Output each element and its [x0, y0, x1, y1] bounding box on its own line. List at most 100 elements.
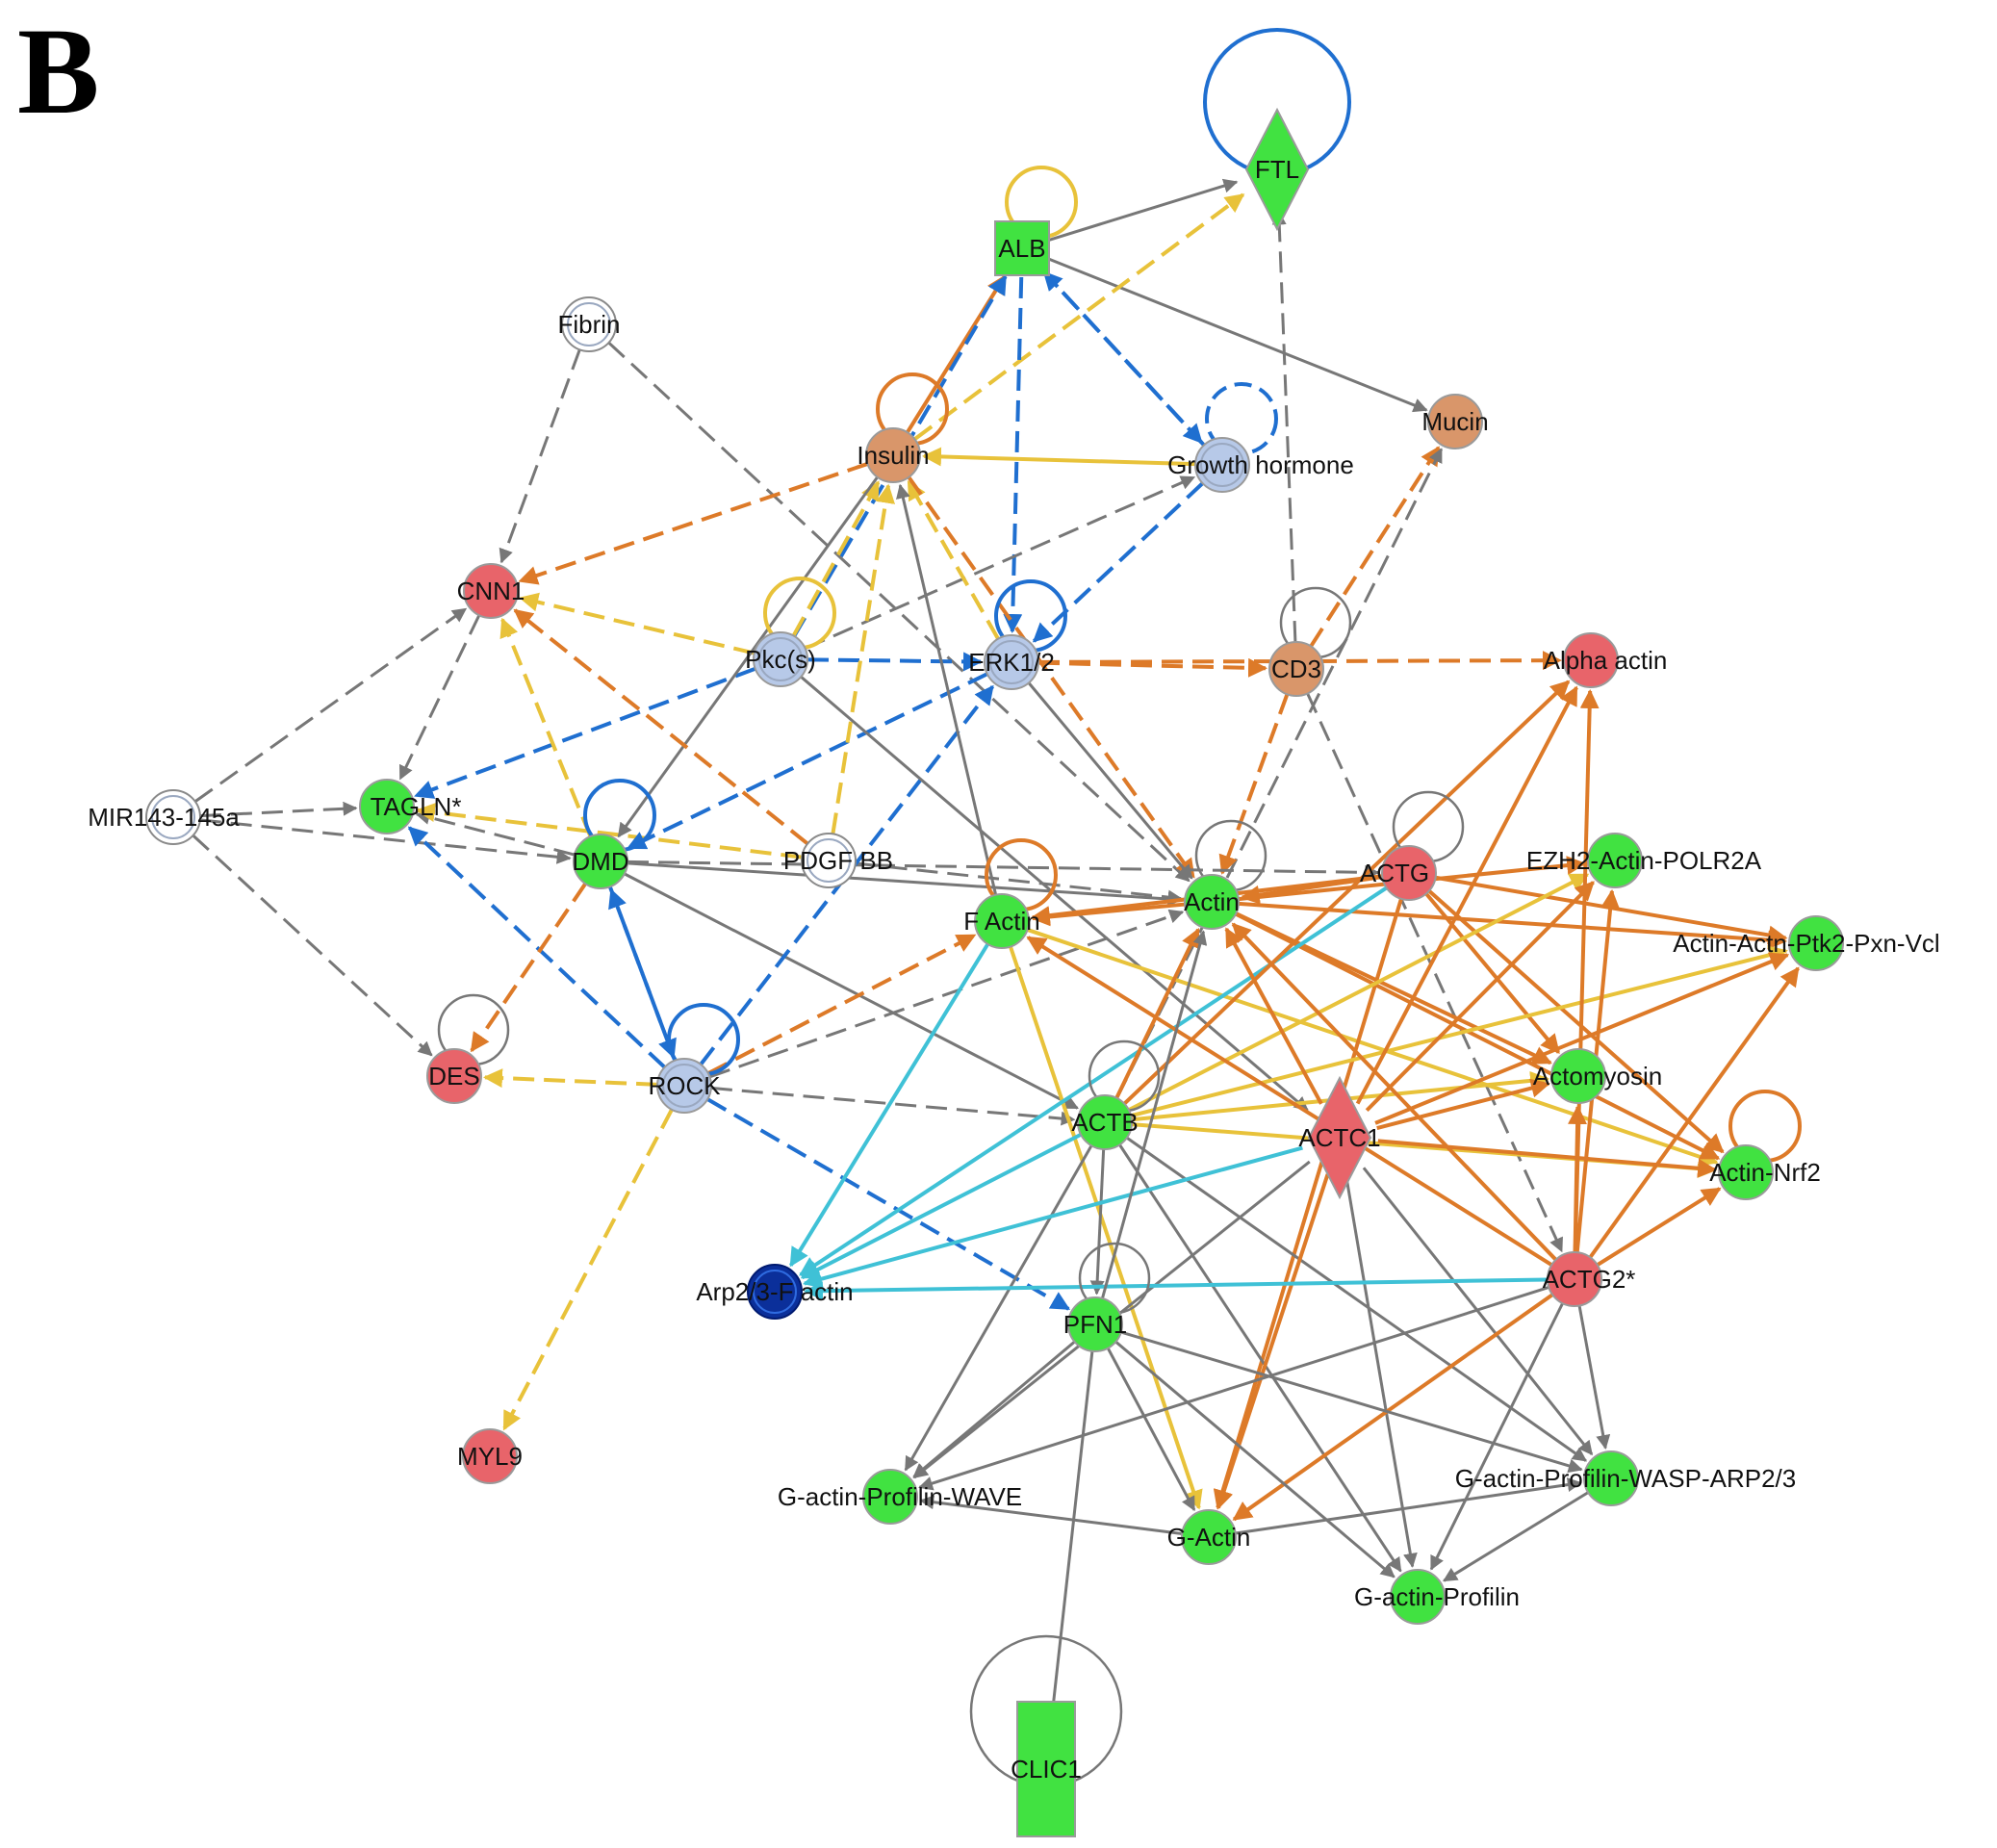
node-actg2[interactable]: ACTG2* [1543, 1251, 1636, 1307]
node-ring-arp23 [753, 1270, 797, 1314]
edge-ACTG2-Arp23 [803, 1277, 1549, 1301]
node-pkc[interactable]: Pkc(s) [745, 631, 816, 687]
node-shape-myl9 [462, 1428, 518, 1484]
node-shape-dmd [573, 834, 628, 889]
edge-GH-ERK [1032, 481, 1204, 643]
node-shape-gapw [862, 1469, 918, 1525]
edge-DMD-Actin [627, 861, 1183, 907]
edge-ROCK-FActin [706, 933, 977, 1075]
node-shape-actg2 [1547, 1251, 1602, 1307]
node-actomyosin[interactable]: Actomyosin [1533, 1048, 1662, 1104]
edge-PDGF-Insulin [831, 483, 896, 834]
edge-ACTG2-GAP [1429, 1302, 1564, 1571]
edge-GActin-GAPWA [1235, 1477, 1582, 1535]
edge-PFN1-GActin [1106, 1347, 1196, 1512]
node-label-cnn1: CNN1 [457, 577, 525, 605]
node-shape-tagln [359, 779, 415, 834]
node-dmd[interactable]: DMD [572, 834, 629, 889]
node-shape-actomyosin [1550, 1048, 1606, 1104]
node-actg[interactable]: ACTG [1360, 845, 1437, 901]
node-mir[interactable]: MIR143-145a [88, 789, 240, 845]
edge-MIR-TAGLN [199, 801, 358, 818]
edge-ACTB-GAPW [904, 1144, 1093, 1472]
edge-GH-Insulin [921, 447, 1196, 467]
node-actb[interactable]: ACTB [1071, 1094, 1139, 1150]
node-des[interactable]: DES [426, 1048, 482, 1104]
node-factin[interactable]: F Actin [963, 893, 1040, 949]
edge-ACTC1-Actin [1224, 927, 1323, 1105]
node-cnn1[interactable]: CNN1 [457, 563, 525, 619]
edge-Insulin-DMD [617, 475, 879, 838]
node-gactin[interactable]: G-Actin [1167, 1509, 1251, 1565]
edge-ACTG2-AlphaActin [1573, 688, 1600, 1253]
node-shape-actg [1381, 845, 1437, 901]
node-label-erk: ERK1/2 [968, 648, 1055, 677]
edge-ACTC1-AlphaActin [1355, 685, 1578, 1105]
edge-PDGF-Actin [855, 861, 1183, 905]
edge-MIR-DMD [199, 818, 572, 864]
node-myl9[interactable]: MYL9 [457, 1428, 523, 1484]
panel-letter: B [17, 3, 100, 140]
edge-ACTG2-Actin [1231, 922, 1558, 1262]
node-clic1[interactable]: CLIC1 [1011, 1701, 1082, 1837]
node-ftl[interactable]: FTL [1244, 107, 1310, 232]
edge-ALB-Mucin [1048, 257, 1428, 413]
node-label-ezh2: EZH2-Actin-POLR2A [1526, 846, 1762, 875]
node-actin[interactable]: Actin [1184, 874, 1240, 930]
node-gapw[interactable]: G-actin-Profilin-WAVE [778, 1469, 1022, 1525]
node-shape-actin [1184, 874, 1240, 930]
node-ezh2[interactable]: EZH2-Actin-POLR2A [1526, 833, 1762, 888]
edge-Actin-Actomyosin [1235, 911, 1552, 1065]
node-shape-fibrin [561, 296, 617, 352]
node-pdgf[interactable]: PDGF BB [783, 833, 893, 888]
edge-Pkc-CNN1 [519, 592, 755, 655]
node-alb[interactable]: ALB [994, 220, 1050, 276]
edges-layer [192, 178, 1800, 1724]
node-label-gapwa: G-actin-Profilin-WASP-ARP2/3 [1455, 1464, 1796, 1493]
node-mucin[interactable]: Mucin [1421, 394, 1489, 449]
edge-ACTB-AlphaActin [1122, 680, 1571, 1106]
node-shape-pkc [753, 631, 808, 687]
edge-ALB-FTL [1049, 178, 1239, 242]
edge-PDGF-CNN1 [513, 608, 809, 846]
node-fibrin[interactable]: Fibrin [557, 296, 621, 352]
node-cd3[interactable]: CD3 [1268, 641, 1324, 697]
edge-DMD-ACTB [624, 872, 1079, 1110]
edge-ACTC1-Arp23 [802, 1145, 1303, 1289]
node-shape-arp23 [747, 1264, 803, 1320]
node-pfn1[interactable]: PFN1 [1063, 1296, 1127, 1352]
node-alphaactin[interactable]: Alpha actin [1544, 632, 1668, 688]
node-shape-ftl [1244, 107, 1310, 232]
node-shape-pfn1 [1067, 1296, 1123, 1352]
node-label-gap: G-actin-Profilin [1354, 1582, 1520, 1611]
node-ring-rock [662, 1064, 706, 1108]
edge-ACTG2-FActin [1026, 936, 1553, 1267]
node-aap[interactable]: Actin-Actn-Ptk2-Pxn-Vcl [1673, 915, 1940, 971]
edge-ACTC1-EZH2 [1365, 881, 1595, 1113]
edge-ACTG-ActinNrf2 [1427, 889, 1725, 1154]
edge-PFN1-Actin [1100, 930, 1208, 1299]
edge-Pkc-ERK [806, 652, 984, 672]
edge-Insulin-Actin [907, 475, 1196, 879]
edge-ACTG-Actomyosin [1424, 892, 1561, 1054]
node-label-mucin: Mucin [1421, 407, 1488, 436]
edge-ROCK-TAGLN [407, 826, 666, 1069]
node-insulin[interactable]: Insulin [857, 427, 930, 483]
node-label-pdgf: PDGF BB [783, 846, 893, 875]
node-label-gactin: G-Actin [1167, 1523, 1251, 1552]
node-tagln[interactable]: TAGLN* [359, 779, 461, 834]
node-rock[interactable]: ROCK [648, 1058, 721, 1114]
node-ring-mir [151, 795, 195, 839]
node-arp23[interactable]: Arp2/3-F actin [696, 1264, 854, 1320]
node-erk[interactable]: ERK1/2 [968, 634, 1055, 690]
edge-ERK-Insulin [907, 480, 1000, 640]
node-shape-actb [1077, 1094, 1133, 1150]
node-actc1[interactable]: ACTC1 [1298, 1075, 1381, 1200]
node-gap[interactable]: G-actin-Profilin [1354, 1569, 1520, 1625]
node-label-gapw: G-actin-Profilin-WAVE [778, 1482, 1022, 1511]
node-gapwa[interactable]: G-actin-Profilin-WASP-ARP2/3 [1455, 1450, 1796, 1506]
edge-Fibrin-Actin [607, 341, 1191, 883]
node-label-gh: Growth hormone [1167, 450, 1354, 479]
node-actinnrf2[interactable]: Actin-Nrf2 [1709, 1144, 1821, 1200]
node-gh[interactable]: Growth hormone [1167, 437, 1354, 493]
